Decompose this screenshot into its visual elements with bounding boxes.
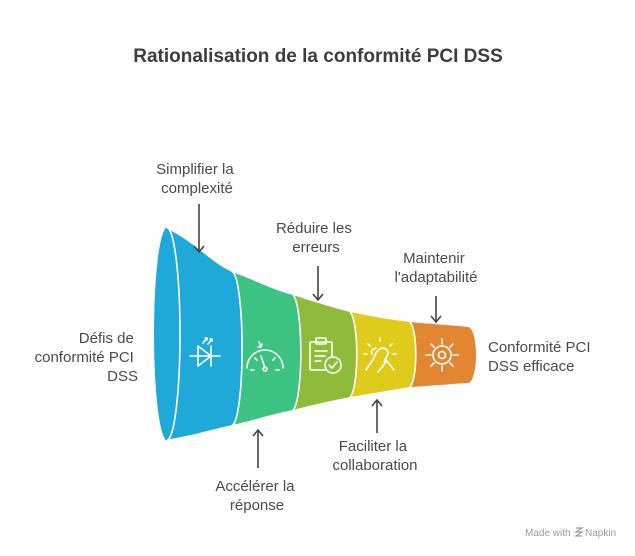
stage-5-segment bbox=[410, 322, 476, 387]
speedometer-icon bbox=[246, 341, 284, 372]
arrow-accelerer bbox=[252, 428, 264, 468]
end-label: Conformité PCI DSS efficace bbox=[488, 339, 595, 375]
stage-5-label: Maintenir l'adaptabilité bbox=[395, 250, 478, 286]
start-label: Défis de conformité PCI DSS bbox=[35, 330, 138, 385]
stage-3-segment bbox=[293, 295, 357, 410]
diode-icon bbox=[189, 337, 221, 367]
credit-text: Made with bbox=[525, 528, 571, 539]
arrow-maintenir bbox=[430, 296, 442, 324]
stage-4-label: Faciliter la collaboration bbox=[332, 438, 417, 474]
stage-1-segment bbox=[165, 228, 243, 440]
stage-1-label: Simplifier la complexité bbox=[156, 161, 238, 197]
napkin-credit: Made with Napkin bbox=[525, 527, 616, 539]
arrow-reduire bbox=[312, 266, 324, 302]
diagram-title: Rationalisation de la conformité PCI DSS bbox=[133, 46, 503, 67]
funnel-mouth bbox=[154, 228, 180, 440]
stage-2-segment bbox=[232, 272, 301, 425]
stage-4-segment bbox=[350, 312, 416, 397]
stage-2-label: Accélérer la réponse bbox=[215, 478, 298, 514]
arrow-faciliter bbox=[371, 398, 383, 433]
funnel bbox=[154, 227, 476, 441]
stage-3-label: Réduire les erreurs bbox=[276, 220, 356, 256]
handshake-icon bbox=[363, 337, 397, 373]
napkin-logo-icon bbox=[574, 527, 584, 537]
gear-icon bbox=[425, 338, 459, 372]
arrow-simplifier bbox=[193, 204, 205, 254]
credit-brand: Napkin bbox=[585, 528, 616, 539]
clipboard-check-icon bbox=[309, 337, 342, 374]
